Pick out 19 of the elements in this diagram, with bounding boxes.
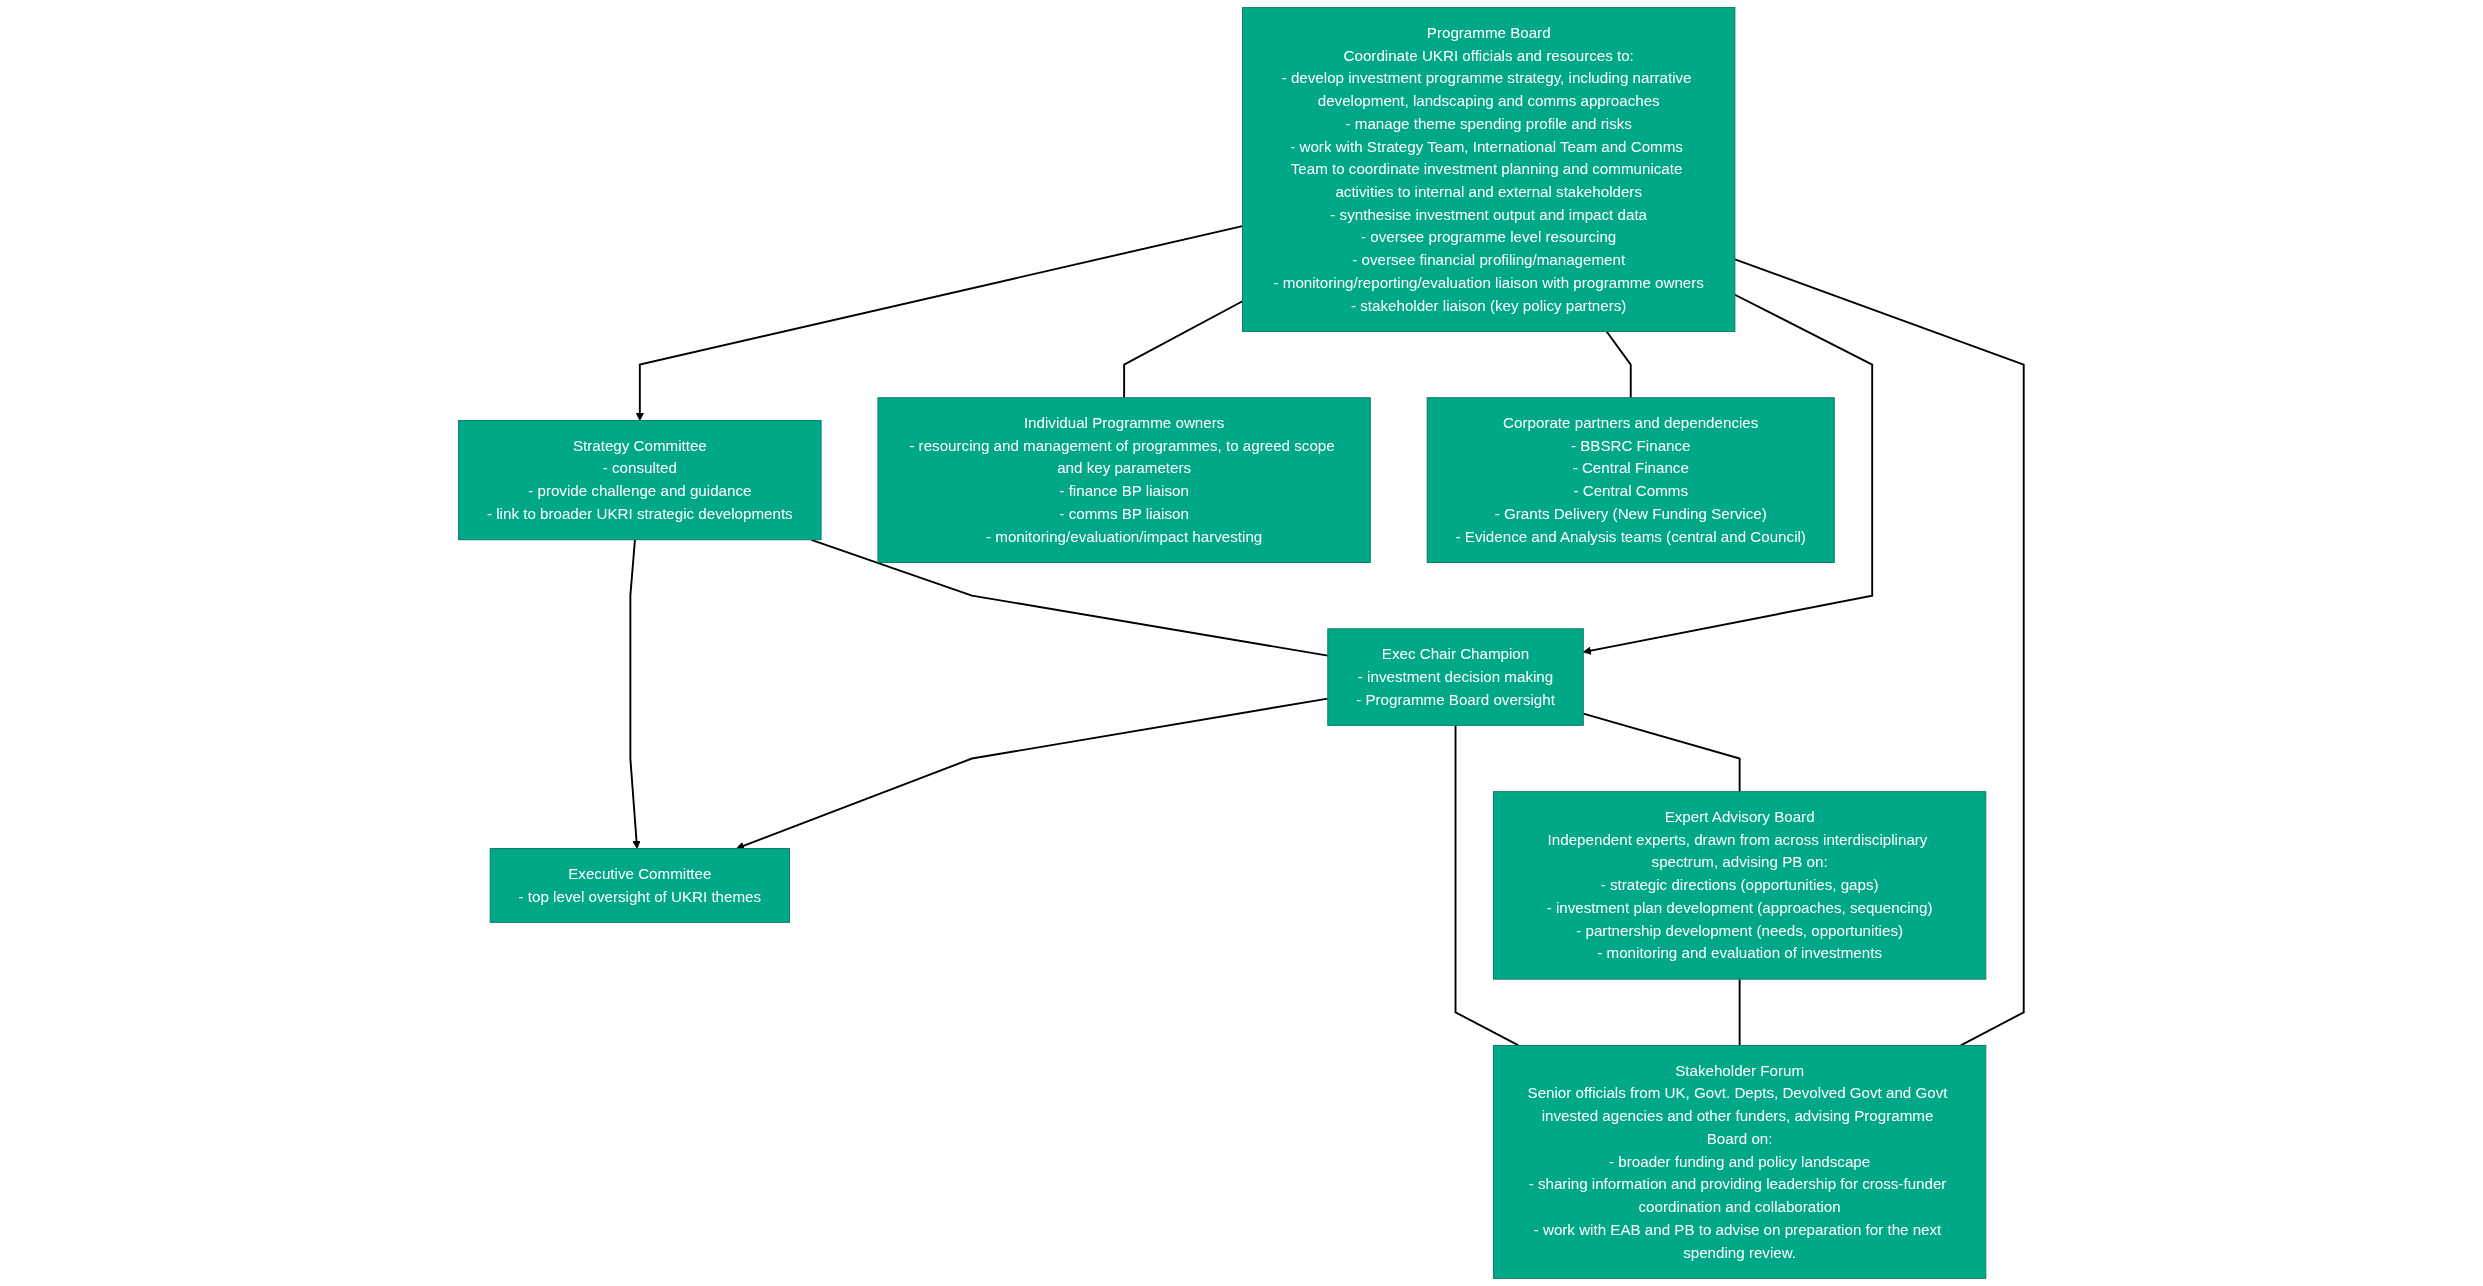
- node-box: Expert Advisory Board Independent experts, drawn from across interdisciplinary spectrum, advising PB on: - strategic directions (opportunities, gaps) - investment plan development (approaches, sequencing) - partnership development (needs, opportunities) - monitoring and evaluation of investments: [1493, 791, 1987, 980]
- arrow: [1583, 293, 1874, 655]
- node-box: Exec Chair Champion - investment decision making - Programme Board oversight: [1327, 628, 1585, 726]
- node-box: Individual Programme owners - resourcing and management of programmes, to agreed scope and key parameters - finance BP liaison - comms BP liaison - monitoring/evaluation/impact harvesting: [877, 397, 1372, 563]
- arrow: [629, 538, 641, 849]
- node-box: Stakeholder Forum Senior officials from UK, Govt. Depts, Devolved Govt and Govt invested agencies and other funders, advising Programme Board on: - broader funding and policy landscape - sharing information and providing leadership for cross-funder coordination and collaboration - work with EAB and PB to advise on preparation for the next spending review.: [1493, 1044, 1987, 1279]
- node-box: Executive Committee - top level oversight of UKRI themes: [490, 848, 791, 923]
- connector: [1582, 712, 1741, 793]
- connector: [1739, 978, 1741, 1047]
- node-box: Programme Board Coordinate UKRI officials and resources to: - develop investment programme strategy, including narrative development, landscaping and comms approaches - manage theme spending profile and risks - work with Strategy Team, International Team and Comms Team to coordinate investment planning and communicate activities to internal and external stakeholders - synthesise investment output and impact data - oversee programme level resourcing - oversee financial profiling/management - monitoring/reporting/evaluation liaison with programme owners - stakeholder liaison (key policy partners): [1242, 7, 1736, 332]
- arrow: [636, 225, 1244, 421]
- connector: [1454, 724, 1520, 1047]
- connector: [1606, 330, 1633, 399]
- connector: [1734, 258, 2025, 1047]
- arrow: [736, 697, 1330, 850]
- node-box: Strategy Committee - consulted - provide challenge and guidance - link to broader UKRI strategic developments: [458, 419, 822, 541]
- connector: [810, 538, 1330, 657]
- node-box: Corporate partners and dependencies - BBSRC Finance - Central Finance - Central Comms - Grants Delivery (New Funding Service) - Evidence and Analysis teams (central and Council): [1427, 397, 1836, 563]
- connector: [1123, 300, 1244, 399]
